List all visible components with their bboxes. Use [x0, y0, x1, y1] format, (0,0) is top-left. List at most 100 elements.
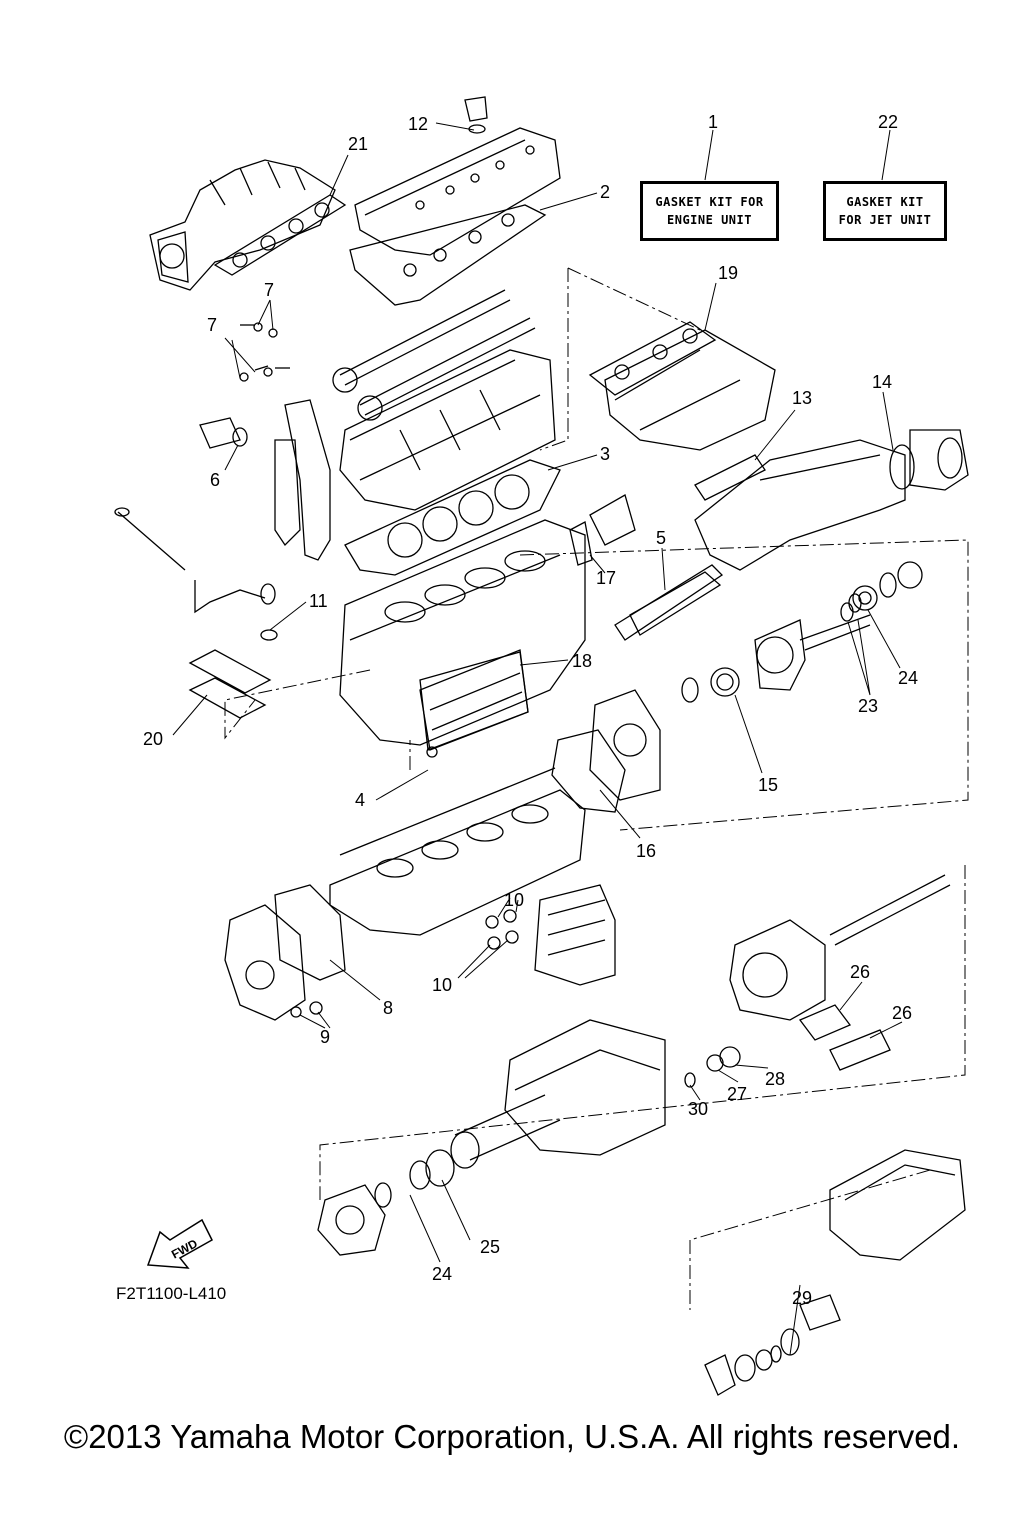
- callout-11: 11: [309, 591, 328, 611]
- exhaust-joint: [909, 429, 969, 491]
- oil-seal-27: [706, 1054, 724, 1072]
- ring-top: [879, 572, 897, 598]
- callout-26b: 26: [892, 1003, 912, 1023]
- nozzle-bearing-set: [704, 1294, 841, 1396]
- callout-20: 20: [143, 729, 163, 749]
- camshafts: [332, 289, 536, 421]
- circlip: [681, 677, 699, 703]
- callout-18: 18: [572, 651, 592, 671]
- callout-10b: 10: [432, 975, 452, 995]
- cylinder-head: [339, 349, 556, 511]
- oil-seal-15-inner: [716, 673, 734, 691]
- callout-2: 2: [600, 182, 610, 202]
- drawing-code: F2T1100-L410: [116, 1284, 227, 1303]
- group-boundaries: [224, 267, 969, 1310]
- callout-15: 15: [758, 775, 778, 795]
- small-bolts-washers: [239, 322, 290, 382]
- callout-14: 14: [872, 372, 892, 392]
- o-ring-9b: [309, 1001, 323, 1015]
- gasket-14: [889, 444, 915, 490]
- timing-chain: [274, 399, 331, 561]
- callout-24-bottom: 24: [432, 1264, 452, 1284]
- oil-filler-cap: [464, 96, 488, 134]
- gasket-13: [694, 454, 766, 501]
- callout-7b: 7: [207, 315, 217, 335]
- callout-13: 13: [792, 388, 812, 408]
- callout-27: 27: [727, 1084, 747, 1104]
- callout-12: 12: [408, 114, 428, 134]
- callout-26a: 26: [850, 962, 870, 982]
- kit-jet-line2: FOR JET UNIT: [838, 213, 932, 227]
- o-ring-10a: [485, 915, 499, 929]
- cylinder-head-gasket: [344, 459, 561, 576]
- kit-engine-line2: ENGINE UNIT: [667, 213, 752, 227]
- oil-pump: [224, 904, 306, 1021]
- gasket-17: [569, 521, 593, 566]
- ring-bearing-set: [374, 1131, 480, 1208]
- gasket-kit-engine-label: GASKET KIT FOR ENGINE UNIT: [640, 181, 779, 241]
- callout-22: 22: [878, 112, 898, 132]
- callout-1: 1: [708, 112, 718, 132]
- callout-19: 19: [718, 263, 738, 283]
- gasket-kit-jet-label: GASKET KIT FOR JET UNIT: [823, 181, 947, 241]
- fwd-arrow: [146, 1218, 213, 1269]
- gasket-20: [188, 649, 272, 719]
- exhaust-manifold-gasket: [213, 194, 347, 276]
- copyright-notice: ©2013 Yamaha Motor Corporation, U.S.A. A…: [63, 1418, 961, 1455]
- crankcase: [329, 746, 586, 936]
- gasket-18: [419, 651, 529, 751]
- kit-jet-line1: GASKET KIT: [846, 195, 924, 209]
- oil-seal-15: [710, 667, 740, 697]
- callout-8: 8: [383, 998, 393, 1018]
- impeller-housing: [729, 919, 826, 1021]
- oil-pump-gasket: [274, 884, 346, 981]
- jet-nozzle-housing: [829, 1149, 966, 1261]
- gasket-16: [551, 729, 626, 813]
- callout-3: 3: [600, 444, 610, 464]
- bearing-top: [897, 561, 923, 589]
- drive-shaft-coupler: [754, 614, 871, 691]
- callout-7a: 7: [264, 280, 274, 300]
- thermostat-housing: [589, 494, 636, 546]
- callout-4: 4: [355, 790, 365, 810]
- o-ring-29: [780, 1328, 800, 1356]
- o-ring-11: [260, 629, 278, 641]
- callout-25: 25: [480, 1237, 500, 1257]
- breather-hose: [194, 580, 276, 614]
- valve-cover-gasket: [349, 204, 547, 306]
- exhaust-manifold: [149, 159, 336, 291]
- callout-23: 23: [858, 696, 878, 716]
- pump-assembly: [534, 884, 616, 986]
- callout-21: 21: [348, 134, 368, 154]
- callout-9: 9: [320, 1027, 330, 1047]
- callout-17: 17: [596, 568, 616, 588]
- callout-6: 6: [210, 470, 220, 490]
- o-ring-30: [684, 1072, 696, 1088]
- o-ring-9a: [290, 1006, 302, 1018]
- drive-shaft: [829, 874, 951, 946]
- fwd-label: FWD: [169, 1236, 200, 1261]
- cam-chain-tensioner: [199, 417, 248, 449]
- o-ring-10d: [505, 930, 519, 944]
- output-housing: [589, 689, 661, 801]
- oil-seal-24-top-inner: [858, 591, 872, 605]
- callout-numbers: 12 21 2 7 7 6 19 3 13 14 17 5 11 18 24 2…: [143, 112, 918, 1308]
- cylinder-block: [339, 519, 586, 746]
- callout-30: 30: [688, 1099, 708, 1119]
- exhaust-pipe: [694, 439, 906, 571]
- callout-5: 5: [656, 528, 666, 548]
- callout-10a: 10: [504, 890, 524, 910]
- exhaust-manifold-2: [604, 329, 776, 451]
- oil-seal-24-top: [852, 585, 878, 611]
- callout-28: 28: [765, 1069, 785, 1089]
- gasket-5: [614, 564, 724, 641]
- gasket-19: [588, 321, 717, 396]
- o-ring-10b: [503, 909, 517, 923]
- kit-engine-line1: GASKET KIT FOR: [655, 195, 764, 209]
- leader-lines: [172, 122, 903, 1356]
- callout-24-top: 24: [898, 668, 918, 688]
- callout-29: 29: [792, 1288, 812, 1308]
- gasket-26: [798, 1004, 891, 1071]
- intermediate-housing: [504, 1019, 666, 1156]
